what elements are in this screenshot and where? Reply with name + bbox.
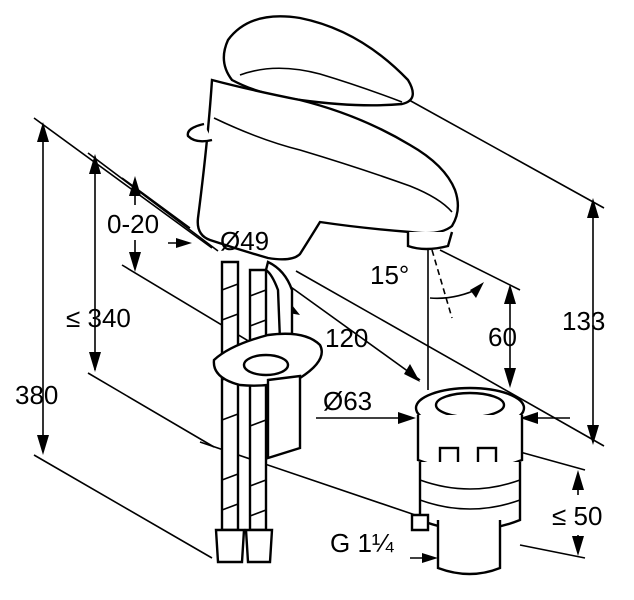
dimension-arrows (37, 122, 599, 563)
dim-spout-height: 133 (562, 306, 605, 336)
dim-waste-diameter: Ø63 (323, 386, 372, 416)
dim-spout-drop: 60 (488, 322, 517, 352)
dim-max-height: ≤ 340 (66, 303, 131, 333)
dim-total-height: 380 (15, 380, 58, 410)
supply-hoses (214, 260, 294, 564)
dim-adjust-range: 0-20 (107, 209, 159, 239)
dim-waste-height: ≤ 50 (552, 501, 602, 531)
dim-angle: 15° (370, 260, 409, 290)
dim-reach: 120 (325, 323, 368, 353)
pop-up-waste (410, 386, 526, 576)
faucet-body (186, 15, 460, 261)
dim-thread: G 1¼ (330, 528, 394, 558)
dim-body-diameter: Ø49 (220, 226, 269, 256)
mounting-bracket (212, 332, 323, 460)
